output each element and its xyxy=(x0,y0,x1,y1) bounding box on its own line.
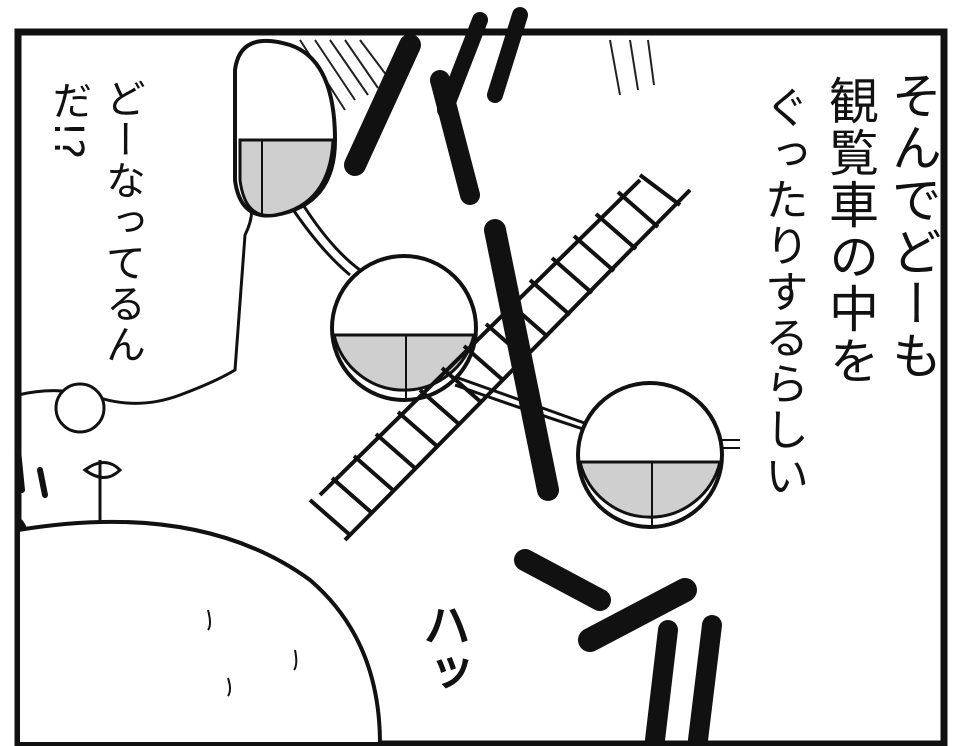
gondola-top xyxy=(233,38,338,218)
narration-line-3: ぐったりするらしい xyxy=(757,85,808,499)
round-character-body xyxy=(16,519,383,746)
speed-lines xyxy=(299,39,655,111)
sfx-impact-strokes xyxy=(344,7,722,746)
sfx-gasp: ハッ xyxy=(414,600,470,696)
narration-line-2: 観覧車の中を xyxy=(821,75,879,387)
thought-line-2: だ!? xyxy=(45,80,91,161)
gondola-right xyxy=(576,381,740,529)
narration-line-1: そんでどーも xyxy=(884,70,942,382)
antenna-character xyxy=(54,382,123,525)
gondola-middle xyxy=(330,254,478,402)
thought-line-1: どーなってるん xyxy=(99,78,145,365)
